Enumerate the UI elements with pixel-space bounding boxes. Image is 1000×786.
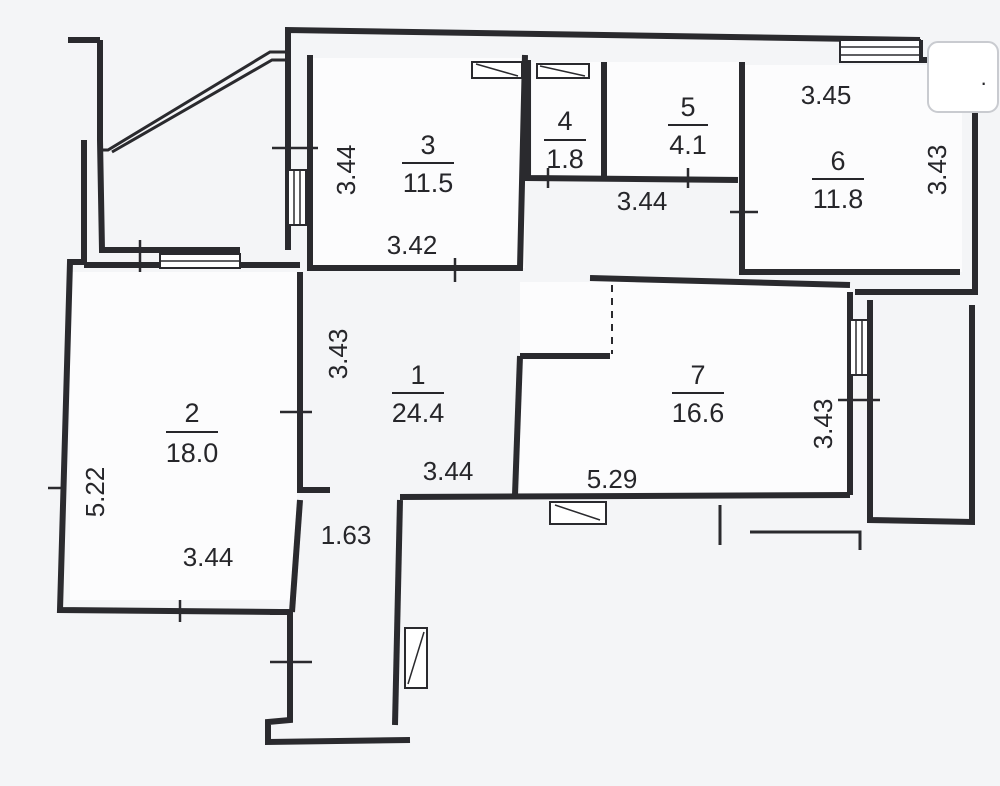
dim-hall-width: 1.63 <box>321 520 372 550</box>
room-3-label: 3 11.5 <box>402 130 454 198</box>
dim-room3-width: 3.42 <box>387 230 438 260</box>
balcony <box>102 50 288 154</box>
svg-text:1.8: 1.8 <box>546 144 584 174</box>
dimension-labels: 3.44 3.42 3.44 3.45 3.43 3.43 3.44 5.22 … <box>80 80 952 572</box>
svg-text:18.0: 18.0 <box>166 438 219 468</box>
room-7-label: 7 16.6 <box>672 360 725 428</box>
svg-text:3: 3 <box>420 130 435 160</box>
svg-text:4.1: 4.1 <box>669 130 707 160</box>
dim-room6-width: 3.45 <box>801 80 852 110</box>
room-4-label: 4 1.8 <box>544 106 586 174</box>
svg-text:·: · <box>980 70 987 95</box>
room-labels: 1 24.4 2 18.0 3 11.5 4 1.8 5 4.1 6 11.8 <box>166 92 864 468</box>
dim-room2-height: 5.22 <box>80 467 110 518</box>
windows <box>159 39 921 376</box>
dim-room1-width: 3.44 <box>423 456 474 486</box>
svg-text:16.6: 16.6 <box>672 398 725 428</box>
dim-corridor-width: 3.44 <box>617 186 668 216</box>
room-6-label: 6 11.8 <box>812 146 864 214</box>
svg-text:24.4: 24.4 <box>392 398 445 428</box>
svg-text:5: 5 <box>680 92 695 122</box>
dim-room1-height: 3.43 <box>323 329 353 380</box>
dim-room3-height: 3.44 <box>331 145 361 196</box>
room-5-label: 5 4.1 <box>668 92 708 160</box>
corner-mark: · <box>927 41 999 113</box>
interior-walls <box>84 54 960 613</box>
svg-text:2: 2 <box>184 398 199 428</box>
svg-text:11.8: 11.8 <box>813 184 864 214</box>
svg-text:6: 6 <box>830 146 845 176</box>
dim-room2-width: 3.44 <box>183 542 234 572</box>
room-1-label: 1 24.4 <box>392 360 445 428</box>
svg-text:11.5: 11.5 <box>403 168 454 198</box>
room-fills <box>70 58 962 600</box>
vents <box>404 61 607 689</box>
dim-room7-height: 3.43 <box>808 399 838 450</box>
room-2-label: 2 18.0 <box>166 398 219 468</box>
svg-text:1: 1 <box>410 360 425 390</box>
dim-room7-width: 5.29 <box>587 464 638 494</box>
svg-text:4: 4 <box>557 106 572 136</box>
door-marks <box>48 146 880 664</box>
svg-text:7: 7 <box>690 360 705 390</box>
dim-room6-height: 3.43 <box>922 145 952 196</box>
